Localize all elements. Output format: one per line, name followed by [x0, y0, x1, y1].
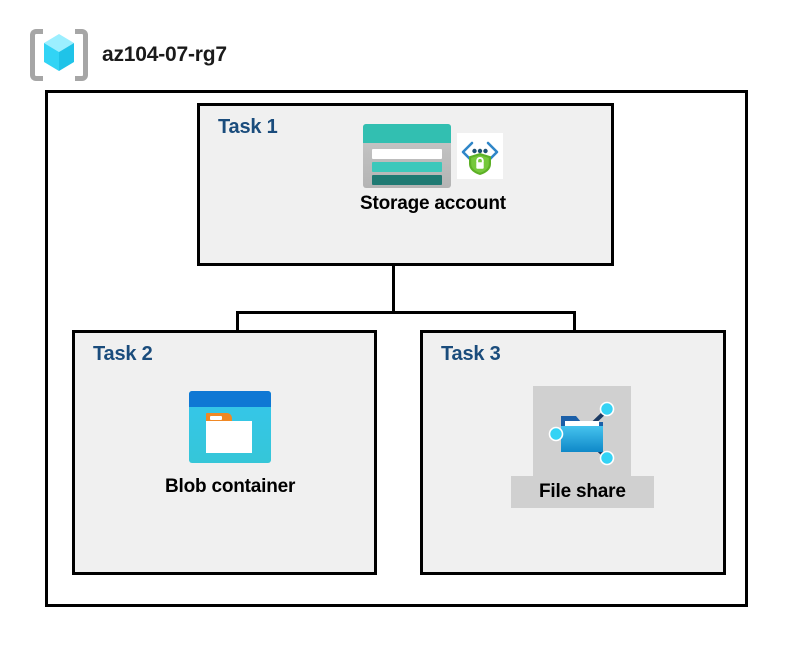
file-share-caption: File share	[511, 476, 654, 508]
storage-account-icon	[362, 124, 451, 188]
resource-group-icon	[30, 27, 88, 83]
blob-container-caption: Blob container	[165, 476, 296, 497]
blob-title-bar	[189, 391, 272, 407]
blob-container-icon	[189, 391, 272, 463]
storage-icon-group	[362, 124, 503, 188]
file-share-icon-highlight	[533, 386, 632, 476]
storage-row-2	[371, 162, 442, 172]
resource-group-header: az104-07-rg7	[30, 26, 227, 84]
storage-row-1	[371, 149, 442, 159]
task-3-label: Task 3	[441, 343, 501, 365]
task-box-2[interactable]: Task 2 Blob container	[72, 330, 377, 575]
cube-icon	[44, 34, 74, 71]
secure-access-shield-icon	[456, 133, 503, 179]
node-file-share[interactable]: File share	[511, 386, 654, 508]
connector-horizontal-bus	[236, 311, 576, 314]
bracket-right-icon	[75, 29, 88, 81]
task-box-3[interactable]: Task 3	[420, 330, 726, 575]
connector-storage-to-bus	[392, 228, 395, 314]
storage-row-3	[371, 175, 442, 185]
task-1-label: Task 1	[218, 116, 278, 138]
node-storage-account[interactable]: Storage account	[350, 124, 516, 220]
task-box-1[interactable]: Task 1	[197, 103, 614, 266]
file-share-icon	[545, 394, 619, 468]
storage-header-bar	[362, 124, 451, 143]
resource-group-name: az104-07-rg7	[102, 43, 227, 66]
storage-account-caption: Storage account	[360, 193, 506, 214]
bracket-left-icon	[30, 29, 43, 81]
blob-document	[206, 421, 253, 453]
node-blob-container[interactable]: Blob container	[155, 391, 305, 503]
blob-folder-tab	[206, 413, 233, 424]
task-2-label: Task 2	[93, 343, 153, 365]
